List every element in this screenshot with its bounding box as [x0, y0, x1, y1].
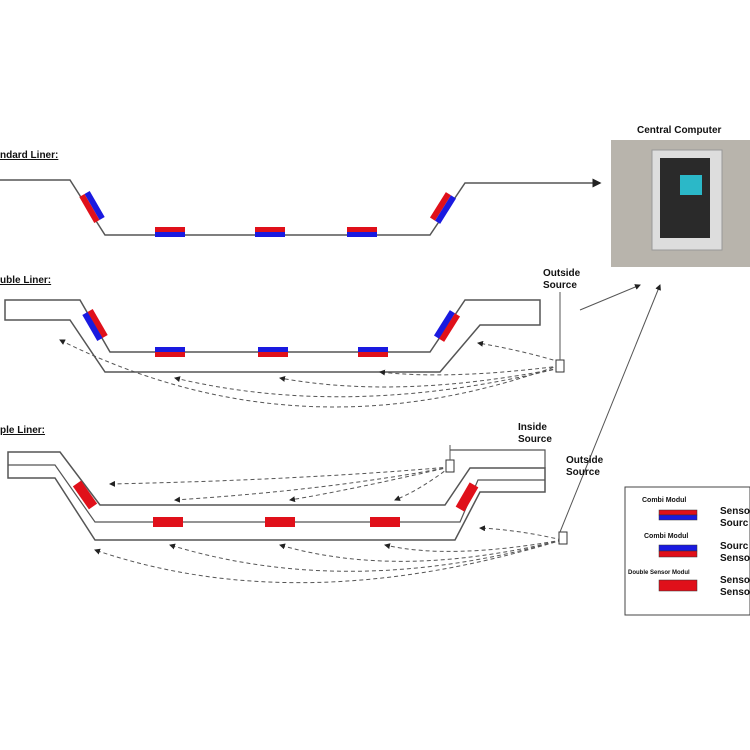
outside-source-2	[558, 531, 568, 545]
standard-liner-label: ndard Liner:	[0, 150, 58, 161]
inside-source-label-a: Inside	[518, 422, 547, 433]
double-liner-label: uble Liner:	[0, 275, 51, 286]
legend-desc: Senso	[720, 587, 750, 598]
legend-title-combi-2: Combi Modul	[644, 533, 688, 540]
outside-source-2-label-b: Source	[566, 467, 600, 478]
outside-source-1	[555, 359, 565, 373]
modules	[72, 191, 479, 527]
signal-paths	[59, 339, 563, 584]
legend-desc: Senso	[720, 506, 750, 517]
outside-source-1-label-b: Source	[543, 280, 577, 291]
legend-desc: Senso	[720, 575, 750, 586]
legend-desc: Sourc	[720, 541, 749, 552]
legend-title-double-sensor: Double Sensor Modul	[628, 570, 690, 576]
legend: Combi Modul Senso Sourc Combi Modul Sour…	[624, 486, 750, 616]
inside-source-label-b: Source	[518, 434, 552, 445]
outside-source-1-label-a: Outside	[543, 268, 581, 279]
legend-desc: Senso	[720, 553, 750, 564]
inside-source	[445, 459, 455, 473]
legend-title-combi-1: Combi Modul	[642, 497, 686, 504]
legend-desc: Sourc	[720, 518, 749, 529]
central-computer-photo	[611, 140, 750, 267]
central-computer-label: Central Computer	[637, 125, 722, 136]
outside-source-2-label-a: Outside	[566, 455, 604, 466]
triple-liner-outer	[7, 451, 546, 541]
double-liner-outer	[4, 299, 541, 373]
triple-liner-label: ple Liner:	[0, 425, 45, 436]
